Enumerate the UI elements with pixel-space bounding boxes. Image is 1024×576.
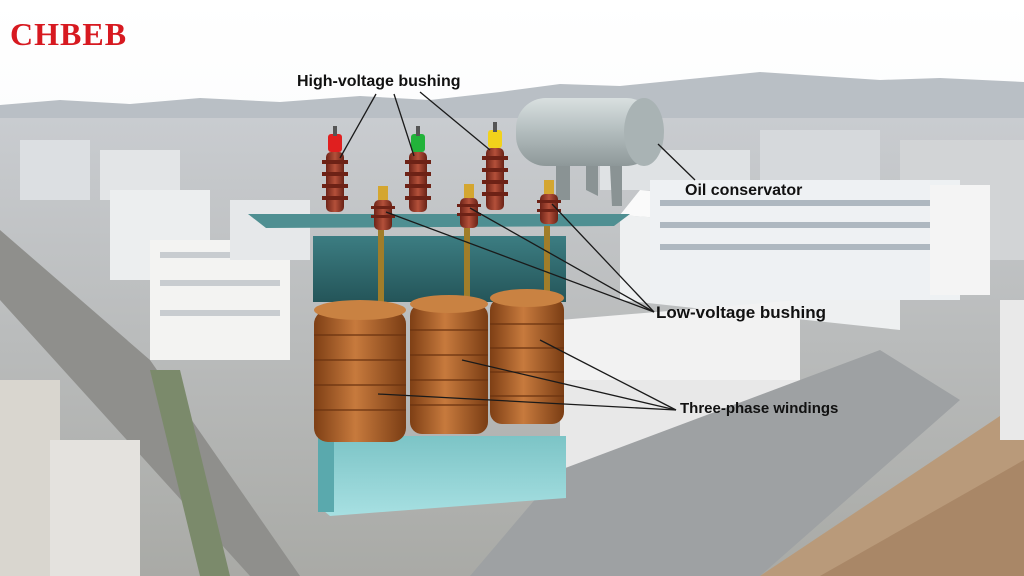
winding-phase-3 bbox=[490, 289, 564, 424]
brand-logo: CHBEB bbox=[10, 16, 128, 52]
winding-phase-1 bbox=[314, 300, 406, 442]
core-base bbox=[318, 436, 566, 516]
tank-cover bbox=[248, 214, 630, 228]
winding-phase-2 bbox=[410, 295, 488, 434]
lv-lead-1 bbox=[378, 228, 384, 310]
lv-bushing-2 bbox=[457, 184, 481, 228]
leader-hv-2 bbox=[393, 93, 415, 157]
lv-lead-3 bbox=[544, 226, 550, 306]
label-oil-conservator: Oil conservator bbox=[685, 182, 803, 199]
leader-tp-3 bbox=[539, 339, 677, 411]
leader-tp-1 bbox=[377, 393, 677, 411]
label-high-voltage-bushing: High-voltage bushing bbox=[297, 73, 461, 90]
lv-lead-2 bbox=[464, 228, 470, 310]
oil-conservator bbox=[516, 98, 664, 206]
hv-bushing-yellow bbox=[482, 122, 508, 210]
leader-hv-3 bbox=[419, 91, 491, 151]
callout-lines bbox=[339, 91, 696, 411]
hv-bushing-red bbox=[322, 126, 348, 212]
leader-lv-1 bbox=[385, 211, 655, 313]
leader-lv-2 bbox=[469, 207, 655, 313]
hv-bushing-green bbox=[405, 126, 431, 212]
label-three-phase-windings: Three-phase windings bbox=[680, 400, 839, 417]
leader-lv-3 bbox=[551, 203, 655, 313]
leader-hv-1 bbox=[339, 93, 377, 159]
transformer-model bbox=[248, 98, 664, 516]
lv-bushing-1 bbox=[371, 186, 395, 230]
lv-bushing-3 bbox=[537, 180, 561, 224]
leader-tp-2 bbox=[461, 359, 677, 411]
leader-oil bbox=[657, 143, 696, 181]
label-low-voltage-bushing: Low-voltage bushing bbox=[656, 303, 826, 322]
